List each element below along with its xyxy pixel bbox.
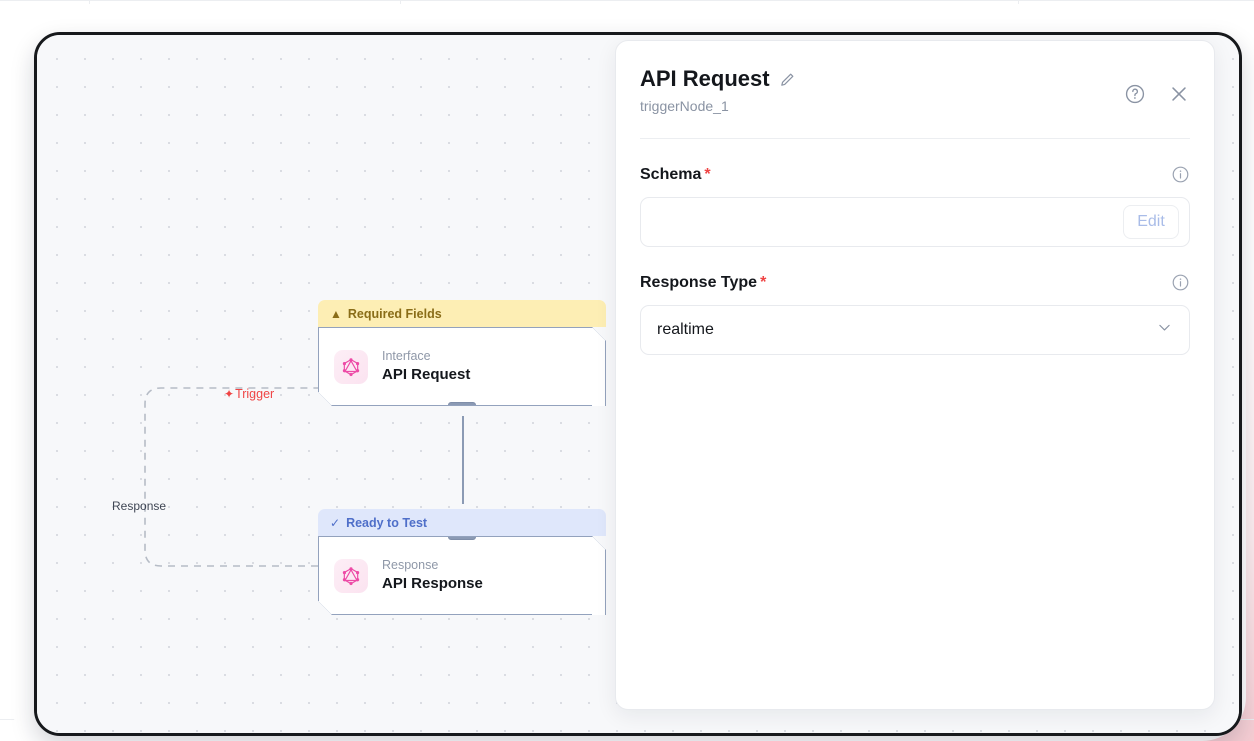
response-type-select[interactable]: realtime: [640, 305, 1190, 356]
node-connector-line: [462, 416, 464, 504]
node-status-badge-required-fields: ▲ Required Fields: [318, 300, 606, 327]
close-icon[interactable]: [1168, 83, 1190, 105]
node-corner-bevel: [592, 326, 607, 341]
required-marker: *: [704, 165, 711, 183]
field-label-row: Schema*: [640, 165, 1190, 184]
page-title: API Request: [640, 66, 770, 91]
pencil-icon[interactable]: [779, 71, 796, 88]
app-window-shell: ✦ Trigger Response ▲ Required Fields: [8, 4, 1246, 741]
node-card[interactable]: Interface API Request: [318, 327, 606, 406]
node-corner-bevel: [318, 392, 333, 407]
panel-title-row: API Request: [640, 66, 1190, 91]
app-window: ✦ Trigger Response ▲ Required Fields: [34, 32, 1242, 736]
question-circle-icon[interactable]: [1124, 83, 1146, 105]
background-divider: [0, 0, 1254, 1]
schema-edit-button[interactable]: Edit: [1123, 205, 1179, 240]
node-kind-label: Response: [382, 557, 439, 572]
response-type-value: realtime: [657, 321, 714, 339]
warning-triangle-icon: ▲: [330, 306, 342, 321]
check-icon: ✓: [330, 515, 341, 530]
panel-divider: [640, 138, 1190, 140]
info-circle-icon[interactable]: [1171, 165, 1190, 184]
field-response-type: Response Type* realtime: [640, 273, 1190, 356]
schema-input[interactable]: Edit: [640, 197, 1190, 248]
field-label: Response Type*: [640, 274, 766, 292]
edge-label-text: Trigger: [235, 387, 275, 401]
node-kind-label: Interface: [382, 348, 431, 363]
node-id-label: triggerNode_1: [640, 98, 729, 115]
flow-node-api-request[interactable]: ▲ Required Fields: [318, 300, 606, 406]
field-label-row: Response Type*: [640, 273, 1190, 292]
node-status-label: Ready to Test: [346, 515, 428, 530]
node-handle-source[interactable]: [448, 402, 476, 411]
node-card[interactable]: Response API Response: [318, 536, 606, 615]
field-schema: Schema* Edit: [640, 165, 1190, 248]
panel-actions: [1124, 83, 1190, 105]
required-marker: *: [760, 273, 767, 291]
node-corner-bevel: [592, 535, 607, 550]
edge-label-response: Response: [112, 499, 166, 513]
node-properties-panel: API Request triggerNode_1: [615, 40, 1215, 710]
field-label-text: Response Type: [640, 273, 758, 291]
edge-label-trigger: ✦ Trigger: [224, 387, 274, 401]
edge-label-text: Response: [112, 499, 167, 513]
info-circle-icon[interactable]: [1171, 273, 1190, 292]
graphql-icon: [334, 350, 368, 384]
lightning-bolt-icon: ✦: [224, 387, 235, 401]
chevron-down-icon[interactable]: [1156, 319, 1173, 341]
field-label: Schema*: [640, 166, 711, 184]
node-status-badge-ready-to-test: ✓ Ready to Test: [318, 509, 606, 536]
flow-node-api-response[interactable]: ✓ Ready to Test: [318, 509, 606, 615]
field-label-text: Schema: [640, 165, 702, 183]
node-title: API Request: [382, 365, 471, 383]
node-corner-bevel: [318, 601, 333, 616]
panel-header: API Request triggerNode_1: [640, 66, 1190, 115]
graphql-icon: [334, 559, 368, 593]
node-title: API Response: [382, 574, 483, 592]
node-status-label: Required Fields: [347, 306, 442, 321]
